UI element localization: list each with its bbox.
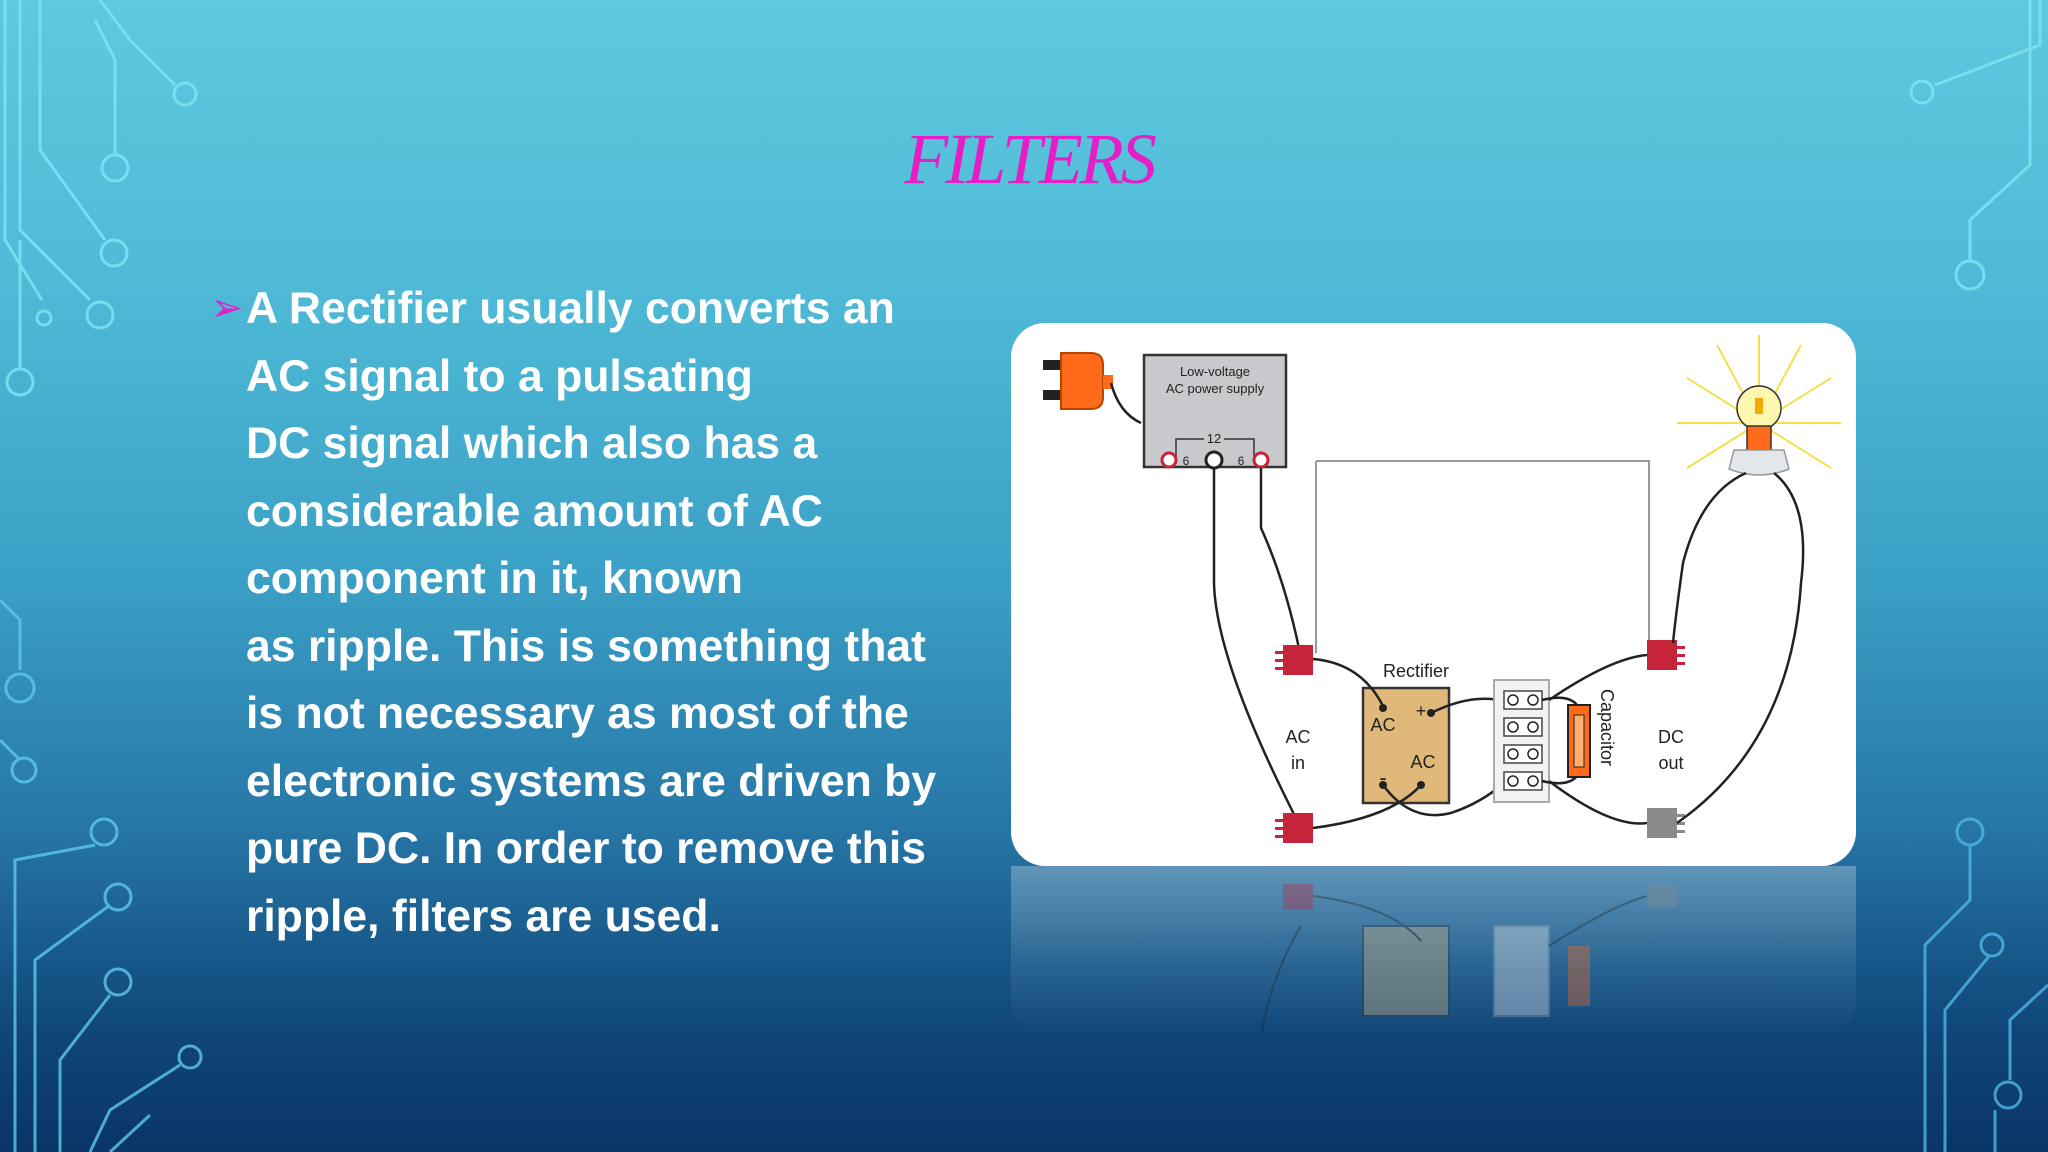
bullet-line: considerable amount of AC (246, 486, 823, 536)
power-supply-box: Low-voltage AC power supply 12 6 6 (1142, 353, 1288, 470)
svg-text:AC: AC (1285, 727, 1310, 747)
svg-text:DC: DC (1658, 727, 1684, 747)
bullet-line: DC signal which also has a (246, 419, 818, 468)
diagram-reflection (1011, 866, 1856, 1036)
slide-title: Filters (904, 119, 1157, 199)
svg-text:AC: AC (1370, 715, 1395, 735)
svg-text:6: 6 (1183, 454, 1190, 468)
bullet-text-block: ➢ A Rectifier usually converts an AC sig… (210, 275, 1000, 950)
svg-text:out: out (1658, 753, 1683, 773)
rectifier-box: AC + AC - (1361, 686, 1451, 805)
rectifier-circuit-diagram: Low-voltage AC power supply 12 6 6 (1011, 323, 1856, 866)
ac-in-terminal-top (1275, 645, 1313, 675)
light-bulb-icon (1671, 335, 1841, 825)
svg-text:12: 12 (1207, 431, 1221, 446)
bullet-line: electronic systems are driven by (246, 756, 937, 806)
svg-text:AC: AC (1410, 752, 1435, 772)
capacitor-component (1541, 696, 1591, 785)
bullet-line: as ripple. This is something that (246, 621, 926, 671)
bullet-line: component in it, known (246, 554, 743, 603)
bullet-line: A Rectifier usually converts an (246, 284, 895, 333)
terminal-strip (1493, 679, 1550, 803)
bullet-line: is not necessary as most of the (246, 689, 909, 738)
svg-text:Capacitor: Capacitor (1597, 689, 1617, 766)
dc-out-terminal-top (1647, 640, 1685, 670)
dc-out-terminal-bottom (1647, 808, 1685, 838)
svg-text:6: 6 (1238, 454, 1245, 468)
plug-icon (1043, 352, 1142, 425)
svg-text:+: + (1416, 701, 1427, 721)
bullet-line: AC signal to a pulsating (246, 351, 753, 401)
svg-text:Low-voltage: Low-voltage (1180, 364, 1250, 379)
svg-text:-: - (1379, 765, 1386, 790)
arrow-bullet-icon: ➢ (210, 286, 244, 330)
bullet-line: pure DC. In order to remove this (246, 824, 926, 873)
svg-text:in: in (1291, 753, 1305, 773)
svg-text:AC power supply: AC power supply (1166, 381, 1265, 396)
bullet-item: ➢ A Rectifier usually converts an AC sig… (210, 275, 1000, 950)
bullet-line: ripple, filters are used. (246, 891, 721, 941)
ac-in-terminal-bottom (1275, 813, 1313, 843)
svg-text:Rectifier: Rectifier (1383, 661, 1449, 681)
